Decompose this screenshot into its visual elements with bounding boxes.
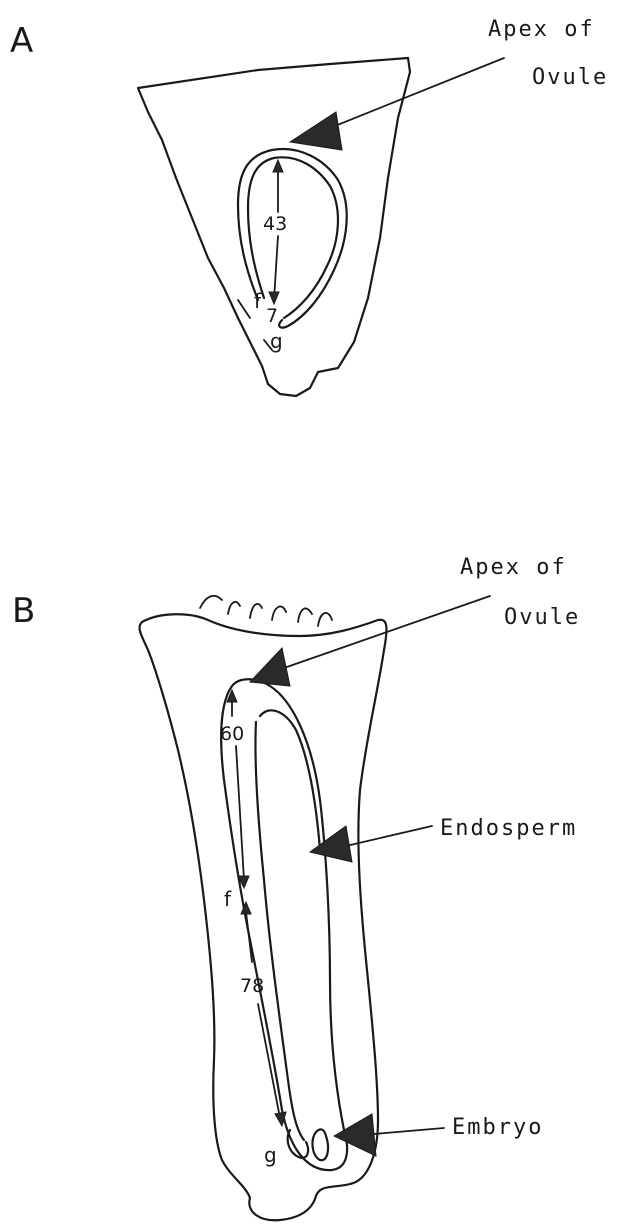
panel-a-arrowhead-bottom [269,292,279,304]
panel-b-ovule-inner [255,710,320,1140]
panel-b-endosperm-arrowhead [310,826,352,862]
panel-b-measure-60-lower-line [236,746,244,880]
panel-b-apex-arrowhead [250,648,290,686]
panel-b: B 60 f 78 g Apex of Ovule [12,555,580,1220]
panel-b-embryo-label: Embryo [452,1115,543,1140]
panel-b-embryo-base [288,1130,308,1158]
panel-b-endosperm-label: Endosperm [440,816,577,841]
panel-a-apex-arrowhead [290,112,342,150]
panel-b-measure-78-upper-line [246,912,252,962]
panel-b-top-hairs [200,596,332,626]
panel-a-measure-43-lower-line [274,236,278,300]
panel-a-measure-7: 7 [266,305,278,327]
panel-a-apex-label-line2: Ovule [532,65,608,90]
panel-b-apex-label-line2: Ovule [504,605,580,630]
panel-b-apex-leader [284,596,490,668]
panel-b-letter: B [12,591,35,631]
panel-a-arrowhead-top [273,160,283,172]
panel-b-label-g: g [264,1143,277,1167]
panel-a-measure-43: 43 [263,213,287,235]
panel-a: A 43 f 7 g Apex of Ovule [10,17,608,396]
panel-a-apex-label-line1: Apex of [488,17,595,42]
panel-b-embryo [313,1129,328,1160]
panel-b-embryo-leader [374,1128,444,1134]
panel-b-measure-78-lower-line [258,1004,280,1118]
panel-a-apex-leader [320,58,504,132]
panel-b-measure-60: 60 [220,723,244,745]
panel-b-label-f: f [224,887,232,911]
panel-b-embryo-arrowhead [334,1114,376,1156]
panel-a-label-g: g [270,329,283,353]
panel-b-apex-label-line1: Apex of [460,555,567,580]
panel-a-letter: A [10,21,33,61]
panel-a-ovule-inner [248,157,338,318]
panel-a-f-tick [238,300,250,318]
panel-b-measure-78: 78 [240,975,264,997]
panel-a-label-f: f [254,289,262,313]
panel-b-ovule-outer [221,679,347,1170]
